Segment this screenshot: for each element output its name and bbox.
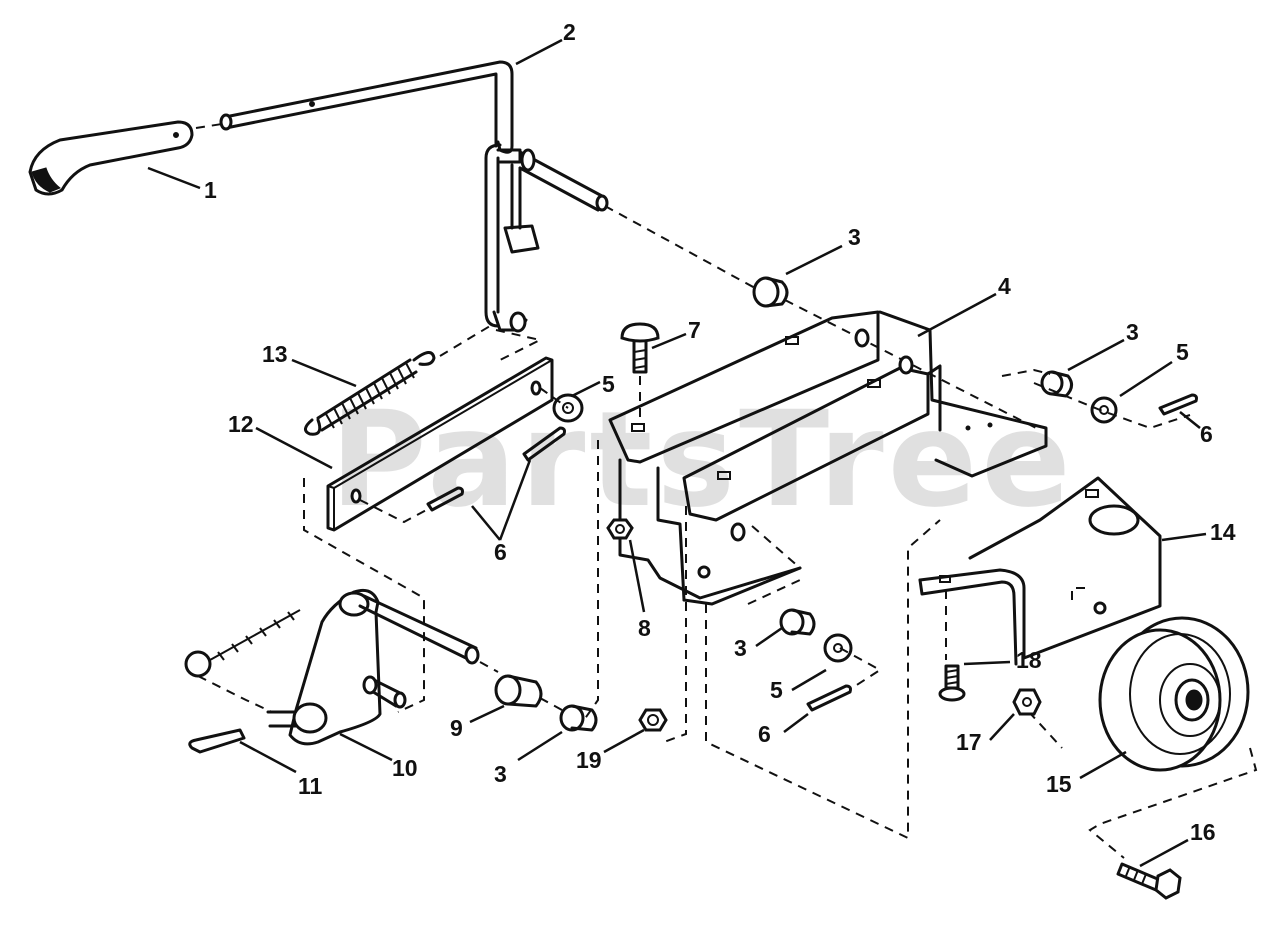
callout-18: 18 xyxy=(1016,647,1042,673)
control-rod xyxy=(219,60,609,333)
callout-17: 17 xyxy=(956,729,982,755)
callout-3-center: 3 xyxy=(734,635,747,661)
spacer xyxy=(494,674,543,708)
callout-3-upper: 3 xyxy=(848,224,861,250)
cotter-pin-lower xyxy=(426,486,464,512)
pivot-bracket xyxy=(266,588,480,746)
callout-1: 1 xyxy=(204,177,217,203)
callout-3-lower: 3 xyxy=(494,761,507,787)
callout-9: 9 xyxy=(450,715,463,741)
callout-19: 19 xyxy=(576,747,602,773)
handle-grip xyxy=(28,120,194,196)
callout-7: 7 xyxy=(688,317,701,343)
callout-4: 4 xyxy=(998,273,1011,299)
lock-washer-left xyxy=(184,609,301,678)
extension-spring xyxy=(304,351,436,436)
bushing-upper xyxy=(752,276,789,308)
washer-right xyxy=(1090,396,1118,424)
callout-14: 14 xyxy=(1210,519,1236,545)
idler-pulley xyxy=(1098,616,1250,772)
callout-5-center: 5 xyxy=(770,677,783,703)
cotter-pin-center xyxy=(806,684,852,712)
callout-2: 2 xyxy=(563,19,576,45)
callout-11: 11 xyxy=(298,773,323,799)
callout-6-center: 6 xyxy=(758,721,771,747)
hex-bolt xyxy=(1116,862,1182,900)
leader-lines xyxy=(147,38,1207,868)
washer-center xyxy=(823,633,853,663)
carriage-bolt xyxy=(620,322,660,374)
callout-13: 13 xyxy=(262,341,288,367)
cotter-pin-left xyxy=(188,728,246,754)
callout-5-right: 5 xyxy=(1176,339,1189,365)
bushing-lower-left xyxy=(559,704,598,732)
callout-6-right: 6 xyxy=(1200,421,1213,447)
callout-6-left: 6 xyxy=(494,539,507,565)
callout-10: 10 xyxy=(392,755,418,781)
main-bracket xyxy=(608,310,1048,606)
callout-12: 12 xyxy=(228,411,254,437)
cotter-pin-right xyxy=(1158,393,1198,416)
nut xyxy=(606,518,634,540)
bushing-center xyxy=(779,608,816,636)
cotter-pin-mid xyxy=(522,426,566,462)
callout-16: 16 xyxy=(1190,819,1216,845)
flange-nut xyxy=(1012,688,1042,716)
lock-nut xyxy=(638,708,668,732)
callout-5-left: 5 xyxy=(602,371,615,397)
callout-8: 8 xyxy=(638,615,651,641)
idler-bracket xyxy=(918,476,1162,666)
callout-15: 15 xyxy=(1046,771,1072,797)
callout-3-right: 3 xyxy=(1126,319,1139,345)
flange-bolt xyxy=(938,664,966,702)
flat-link-plate xyxy=(326,356,554,532)
